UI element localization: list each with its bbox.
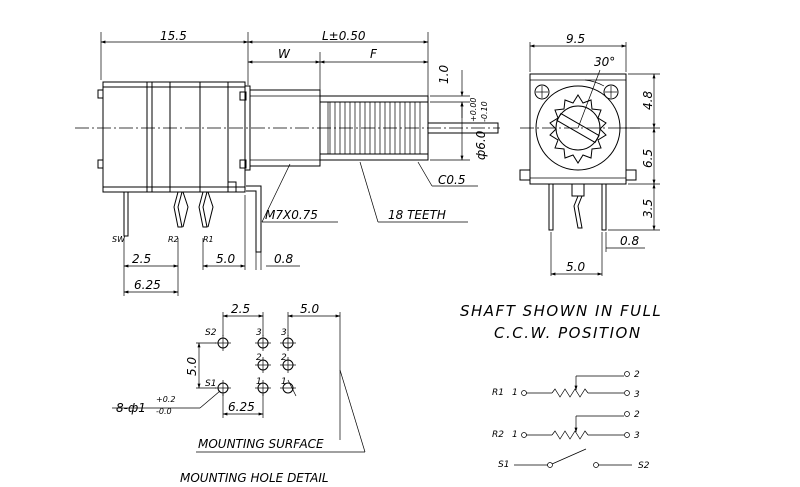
hole-detail-title: MOUNTING HOLE DETAIL [180,471,329,485]
dim-w: W [278,47,291,61]
dim-knurl-offset: 1.0 [437,65,451,84]
mounting-holes [215,335,297,397]
knurl-gear [549,94,607,164]
schematic-switch: S1 S2 [498,448,650,471]
r2-pin2: 2 [634,410,640,420]
dim-h-top: 4.8 [641,91,655,110]
sw-s2: S2 [638,461,650,471]
hole-spec: 8-ф1 [116,401,146,415]
mounting-surface-label: MOUNTING SURFACE [198,437,324,451]
dim-h-low: 3.5 [641,199,655,218]
bottom-dimensions: 2.5 5.0 0.8 6.25 [123,195,300,296]
schematic-r1: R1 1 3 2 [492,370,640,400]
r1-pin2: 2 [634,370,640,380]
right-dimensions: 1.0 ф6.0 +0.00 -0.10 [430,65,489,161]
hole-label-s2: S2 [205,328,217,338]
hole-dimensions: 2.5 5.0 5.0 6.25 8-ф1 +0.2 -0.0 [112,302,341,440]
r1-pin3: 3 [634,390,640,400]
dim-angle: 30° [594,55,615,69]
hole-label-s1: S1 [205,379,216,389]
dim-pin-pitch-a: 2.5 [132,252,151,266]
schematic: R1 1 3 2 R2 1 3 2 [492,370,650,471]
dim-front-pin-width: 0.8 [620,234,639,248]
sw-s1: S1 [498,460,509,470]
hole-tol-lower: -0.0 [156,407,172,416]
mounting-hole-detail: S2 S1 3 3 2 2 1 1 2.5 5.0 5.0 6.25 [112,302,366,485]
hole-label-1b: 1 [281,377,287,387]
hole-label-3b: 3 [281,328,287,338]
top-dimensions: 15.5 L±0.50 W F [100,29,429,120]
hole-label-1a: 1 [256,377,262,387]
dim-front-pin-span: 5.0 [566,260,585,274]
dim-h-mid: 6.5 [641,149,655,168]
dim-hole-pitch-a: 2.5 [231,302,250,316]
leaders: C0.5 M7X0.75 18 TEETH [261,161,478,223]
dim-pin-width: 0.8 [274,252,293,266]
dim-shaft-dia: ф6.0 [474,130,488,160]
hole-label-3a: 3 [256,328,262,338]
note-line-1: SHAFT SHOWN IN FULL [460,302,662,320]
pot-body [97,81,247,193]
dim-hole-row-pitch: 5.0 [185,357,199,376]
dim-shaft-dia-tol-lower: -0.10 [480,101,489,122]
dim-body-length: 15.5 [160,29,187,43]
label-thread: M7X0.75 [265,208,318,222]
front-dimensions: 9.5 30° 4.8 6.5 3.5 0.8 5.0 [529,32,660,276]
note-line-2: C.C.W. POSITION [494,324,642,342]
dim-pin-pitch-b: 5.0 [216,252,235,266]
hole-label-2b: 2 [281,353,287,363]
dim-front-width: 9.5 [566,32,585,46]
dim-sw-offset: 6.25 [134,278,161,292]
side-view: 15.5 L±0.50 W F 1.0 ф6.0 +0.00 -0.10 [75,29,500,296]
dim-hole-sw-offset: 6.25 [228,400,255,414]
dim-hole-pitch-b: 5.0 [300,302,319,316]
label-teeth: 18 TEETH [388,208,446,222]
r2-pin1: 1 [512,430,518,440]
r1-label: R1 [492,388,504,398]
dim-shaft-dia-tol-upper: +0.00 [469,97,478,122]
hole-label-2a: 2 [256,353,262,363]
pins [123,185,262,253]
front-outer-ring [535,85,621,171]
pin-label-sw: SW [112,235,126,244]
r2-label: R2 [492,430,504,440]
dim-f: F [370,47,378,61]
dim-shaft-length: L±0.50 [322,29,366,43]
schematic-r2: R2 1 3 2 [492,410,640,441]
note: SHAFT SHOWN IN FULL C.C.W. POSITION [460,302,662,342]
front-view: 9.5 30° 4.8 6.5 3.5 0.8 5.0 [519,32,660,276]
r1-pin1: 1 [512,388,518,398]
r2-pin3: 3 [634,431,640,441]
label-chamfer: C0.5 [438,173,465,187]
hole-tol-upper: +0.2 [156,395,175,404]
front-body [529,73,627,185]
pin-label-r2: R2 [168,235,179,244]
mounting-surface: MOUNTING SURFACE [196,369,366,453]
pin-label-r1: R1 [203,235,214,244]
